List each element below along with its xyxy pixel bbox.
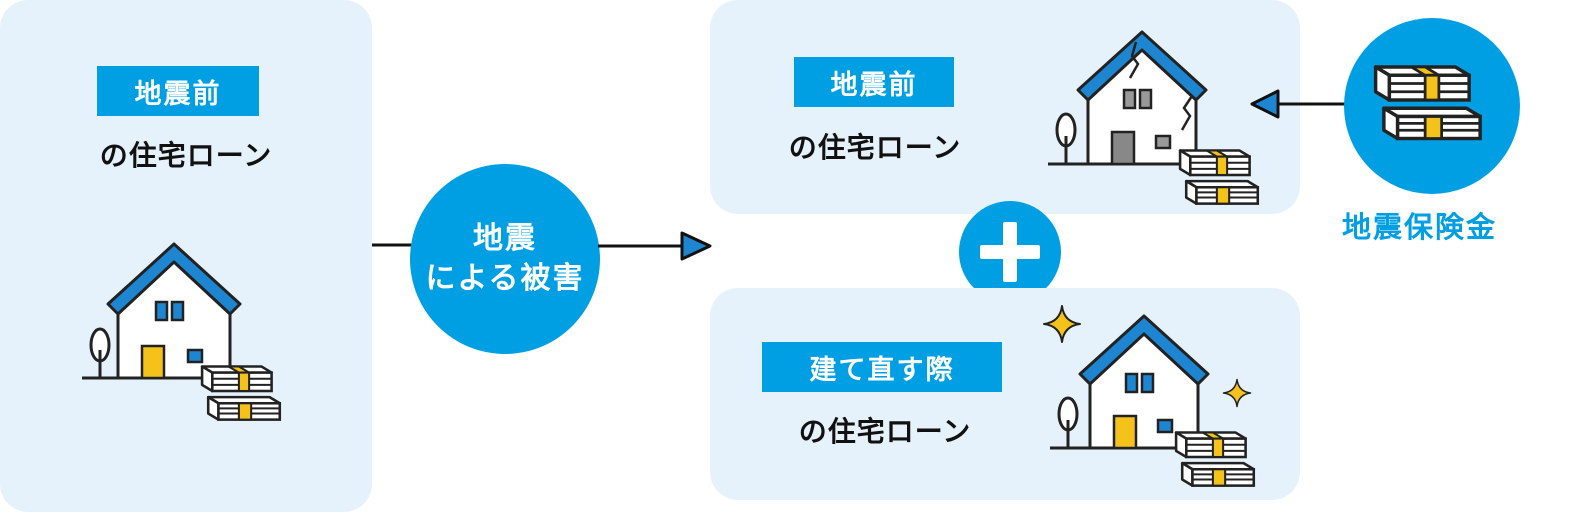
plus-icon xyxy=(959,201,1061,303)
house-icon xyxy=(82,242,248,380)
sparkle-icon xyxy=(1042,304,1082,344)
insurance-circle xyxy=(1344,18,1520,194)
before-tag: 地震前 xyxy=(97,66,259,116)
top-right-tag: 地震前 xyxy=(794,57,954,107)
after-before-panel xyxy=(710,0,1300,214)
money-stack-icon xyxy=(1172,424,1264,490)
damage-line2: による被害 xyxy=(425,261,585,296)
money-stack-icon xyxy=(1176,142,1268,208)
arrow-icon xyxy=(598,231,712,261)
insurance-arrow-icon xyxy=(1250,89,1358,119)
money-stack-icon xyxy=(198,358,290,424)
earthquake-damage-circle: 地震 による被害 xyxy=(410,164,600,354)
before-loan-label: の住宅ローン xyxy=(99,139,273,172)
top-right-loan-label: の住宅ローン xyxy=(788,131,962,164)
damage-line1: 地震 xyxy=(473,221,537,256)
rebuild-tag: 建て直す際 xyxy=(762,342,1002,392)
new-house-icon xyxy=(1050,314,1214,450)
money-stack-icon xyxy=(1370,56,1494,144)
sparkle-icon xyxy=(1222,378,1252,408)
damaged-house-icon xyxy=(1048,30,1212,166)
rebuild-loan-label: の住宅ローン xyxy=(798,415,972,448)
insurance-label: 地震保険金 xyxy=(1342,210,1498,244)
